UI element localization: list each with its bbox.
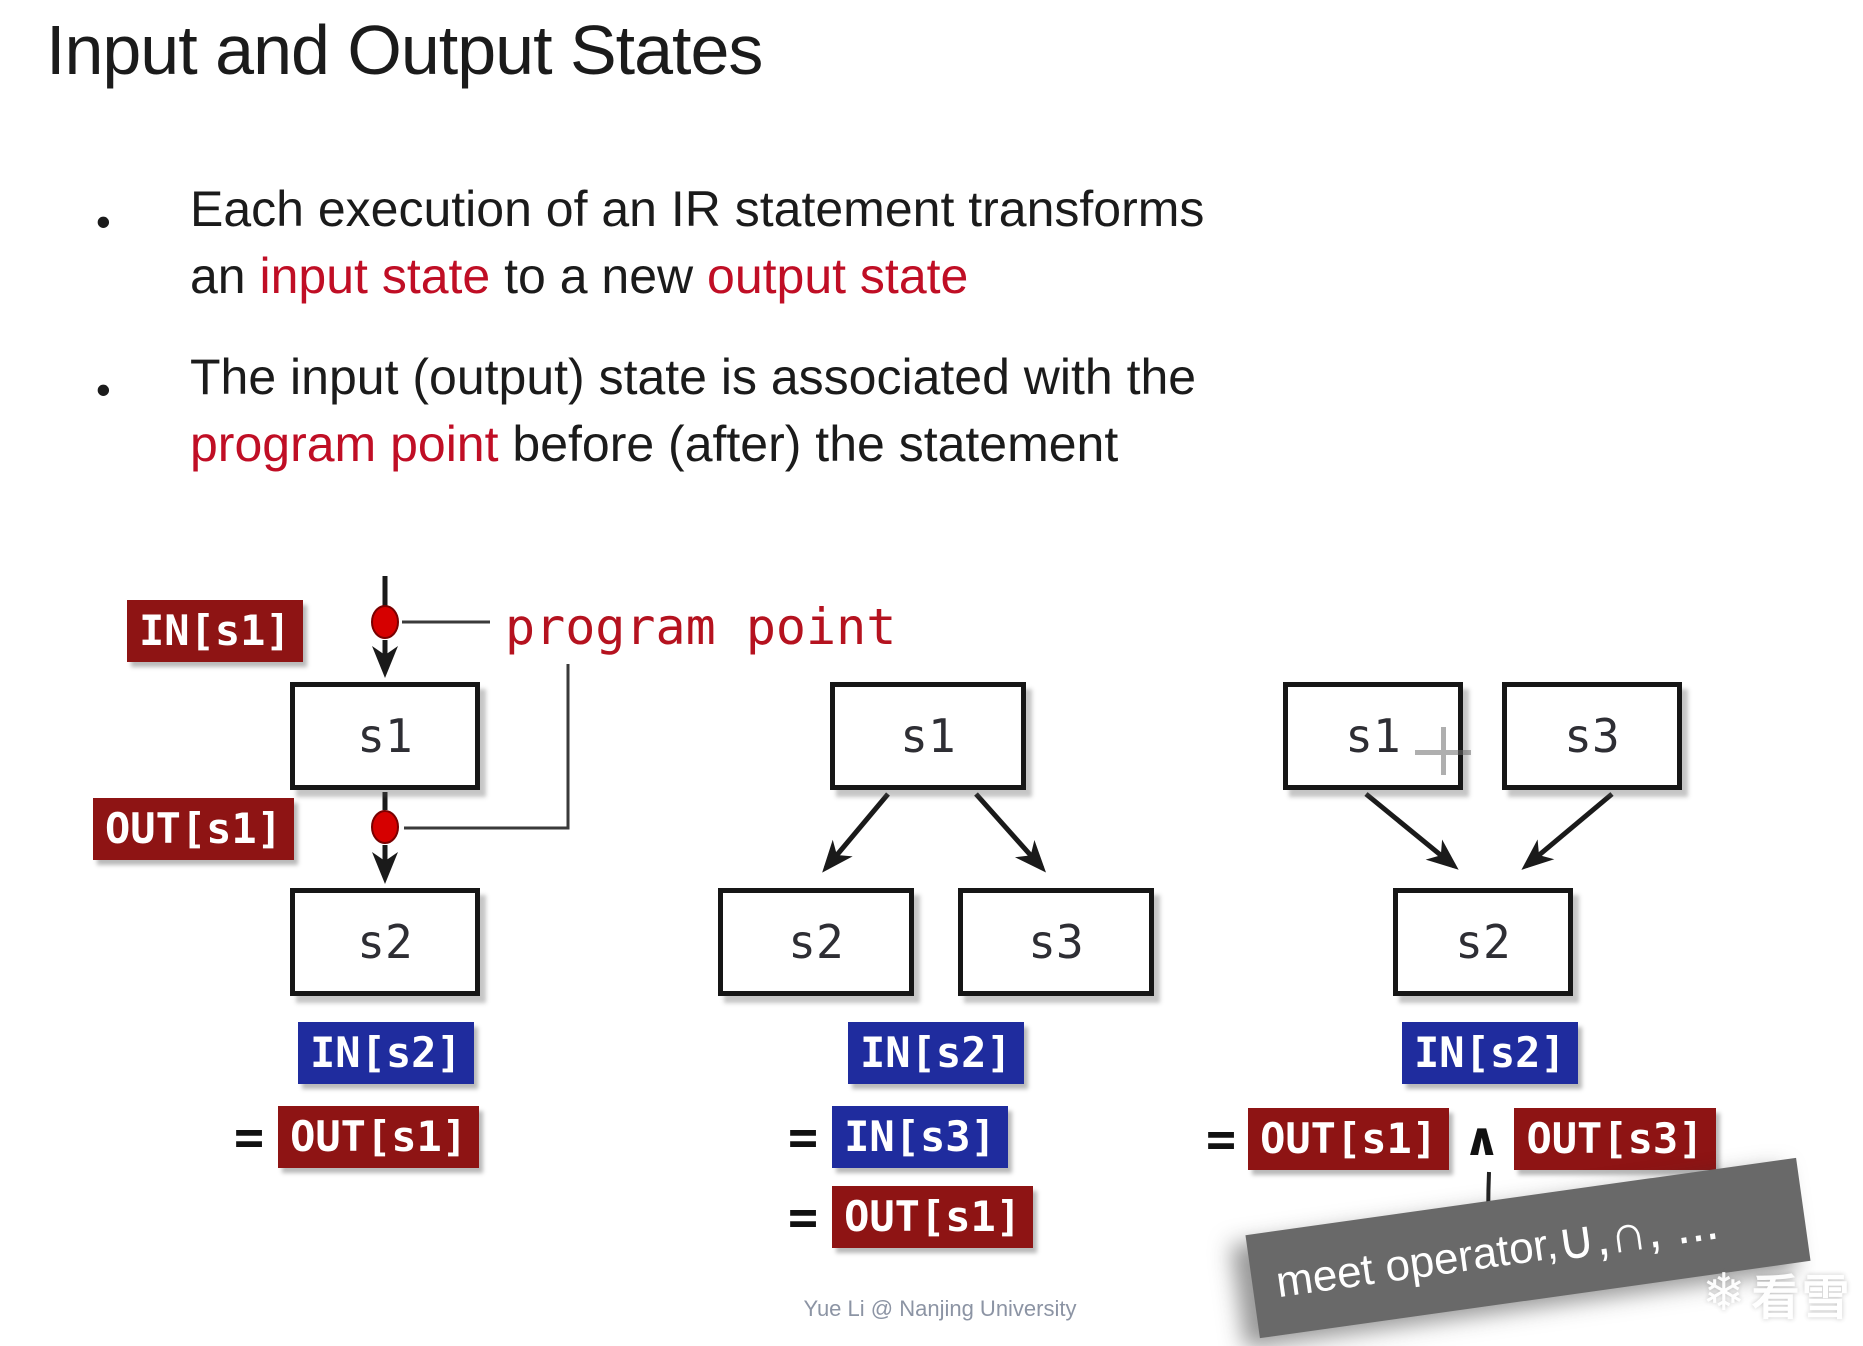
bullet-marker: • xyxy=(96,366,111,413)
equals-sign: = xyxy=(1206,1110,1237,1168)
chip-mid-in-s3: IN[s3] xyxy=(832,1106,1008,1168)
banner-symbols: ∪,∩, ... xyxy=(1553,1192,1723,1273)
meet-operator-symbol: ∧ xyxy=(1463,1112,1501,1166)
chip-out-s1: OUT[s1] xyxy=(93,798,295,860)
watermark: ❄ 看雪 xyxy=(1702,1258,1852,1328)
banner-text: meet operator, xyxy=(1272,1219,1561,1308)
equals-sign: = xyxy=(788,1188,819,1246)
stmt-box-right-s3: s3 xyxy=(1502,682,1682,790)
bullet-1-line-1: Each execution of an IR statement transf… xyxy=(190,176,1630,243)
program-point-dot-in xyxy=(371,605,399,639)
bullet-1-text: Each execution of an IR statement transf… xyxy=(190,181,1205,237)
chip-right-in-s2: IN[s2] xyxy=(1402,1022,1578,1084)
program-point-emphasis: program point xyxy=(190,416,499,472)
stmt-box-left-s1: s1 xyxy=(290,682,480,790)
middle-equation-2: = OUT[s1] xyxy=(788,1186,1034,1248)
bullet-1: Each execution of an IR statement transf… xyxy=(190,176,1630,310)
stmt-box-mid-s2: s2 xyxy=(718,888,914,996)
mouse-cursor-artifact xyxy=(1415,727,1475,779)
bullet-2-text: The input (output) state is associated w… xyxy=(190,349,1197,405)
chip-left-in-s2: IN[s2] xyxy=(298,1022,474,1084)
stmt-box-right-s1: s1 xyxy=(1283,682,1463,790)
bullet-1-seg: an xyxy=(190,248,260,304)
equals-sign: = xyxy=(788,1108,819,1166)
bullet-2-seg: before (after) the statement xyxy=(498,416,1119,472)
chip-left-eq-out-s1: OUT[s1] xyxy=(278,1106,480,1168)
program-point-dot-out xyxy=(371,810,399,844)
program-point-label: program point xyxy=(505,598,897,656)
cursor-vertical-bar xyxy=(1441,727,1446,775)
bullet-2-line-2: program point before (after) the stateme… xyxy=(190,411,1630,478)
stmt-box-mid-s3: s3 xyxy=(958,888,1154,996)
chip-mid-out-s1: OUT[s1] xyxy=(832,1186,1034,1248)
snowflake-icon: ❄ xyxy=(1702,1264,1746,1322)
output-state-emphasis: output state xyxy=(707,248,969,304)
right-equation: = OUT[s1] ∧ OUT[s3] xyxy=(1206,1108,1716,1170)
left-equation: = OUT[s1] xyxy=(234,1106,480,1168)
bullet-2-line-1: The input (output) state is associated w… xyxy=(190,344,1630,411)
bullet-1-line-2: an input state to a new output state xyxy=(190,243,1630,310)
footer-credit: Yue Li @ Nanjing University xyxy=(803,1296,1077,1321)
page-title: Input and Output States xyxy=(46,11,763,89)
stmt-box-right-s2: s2 xyxy=(1393,888,1573,996)
bullet-1-seg: to a new xyxy=(490,248,708,304)
middle-equation-1: = IN[s3] xyxy=(788,1106,1008,1168)
chip-right-out-s3: OUT[s3] xyxy=(1514,1108,1716,1170)
stmt-box-mid-s1: s1 xyxy=(830,682,1026,790)
stmt-box-left-s2: s2 xyxy=(290,888,480,996)
chip-in-s1: IN[s1] xyxy=(127,600,303,662)
equals-sign: = xyxy=(234,1108,265,1166)
watermark-text: 看雪 xyxy=(1751,1272,1852,1325)
chip-right-out-s1: OUT[s1] xyxy=(1248,1108,1450,1170)
bullet-2: The input (output) state is associated w… xyxy=(190,344,1630,478)
input-state-emphasis: input state xyxy=(259,248,491,304)
bullet-marker: • xyxy=(96,198,111,245)
chip-mid-in-s2: IN[s2] xyxy=(848,1022,1024,1084)
